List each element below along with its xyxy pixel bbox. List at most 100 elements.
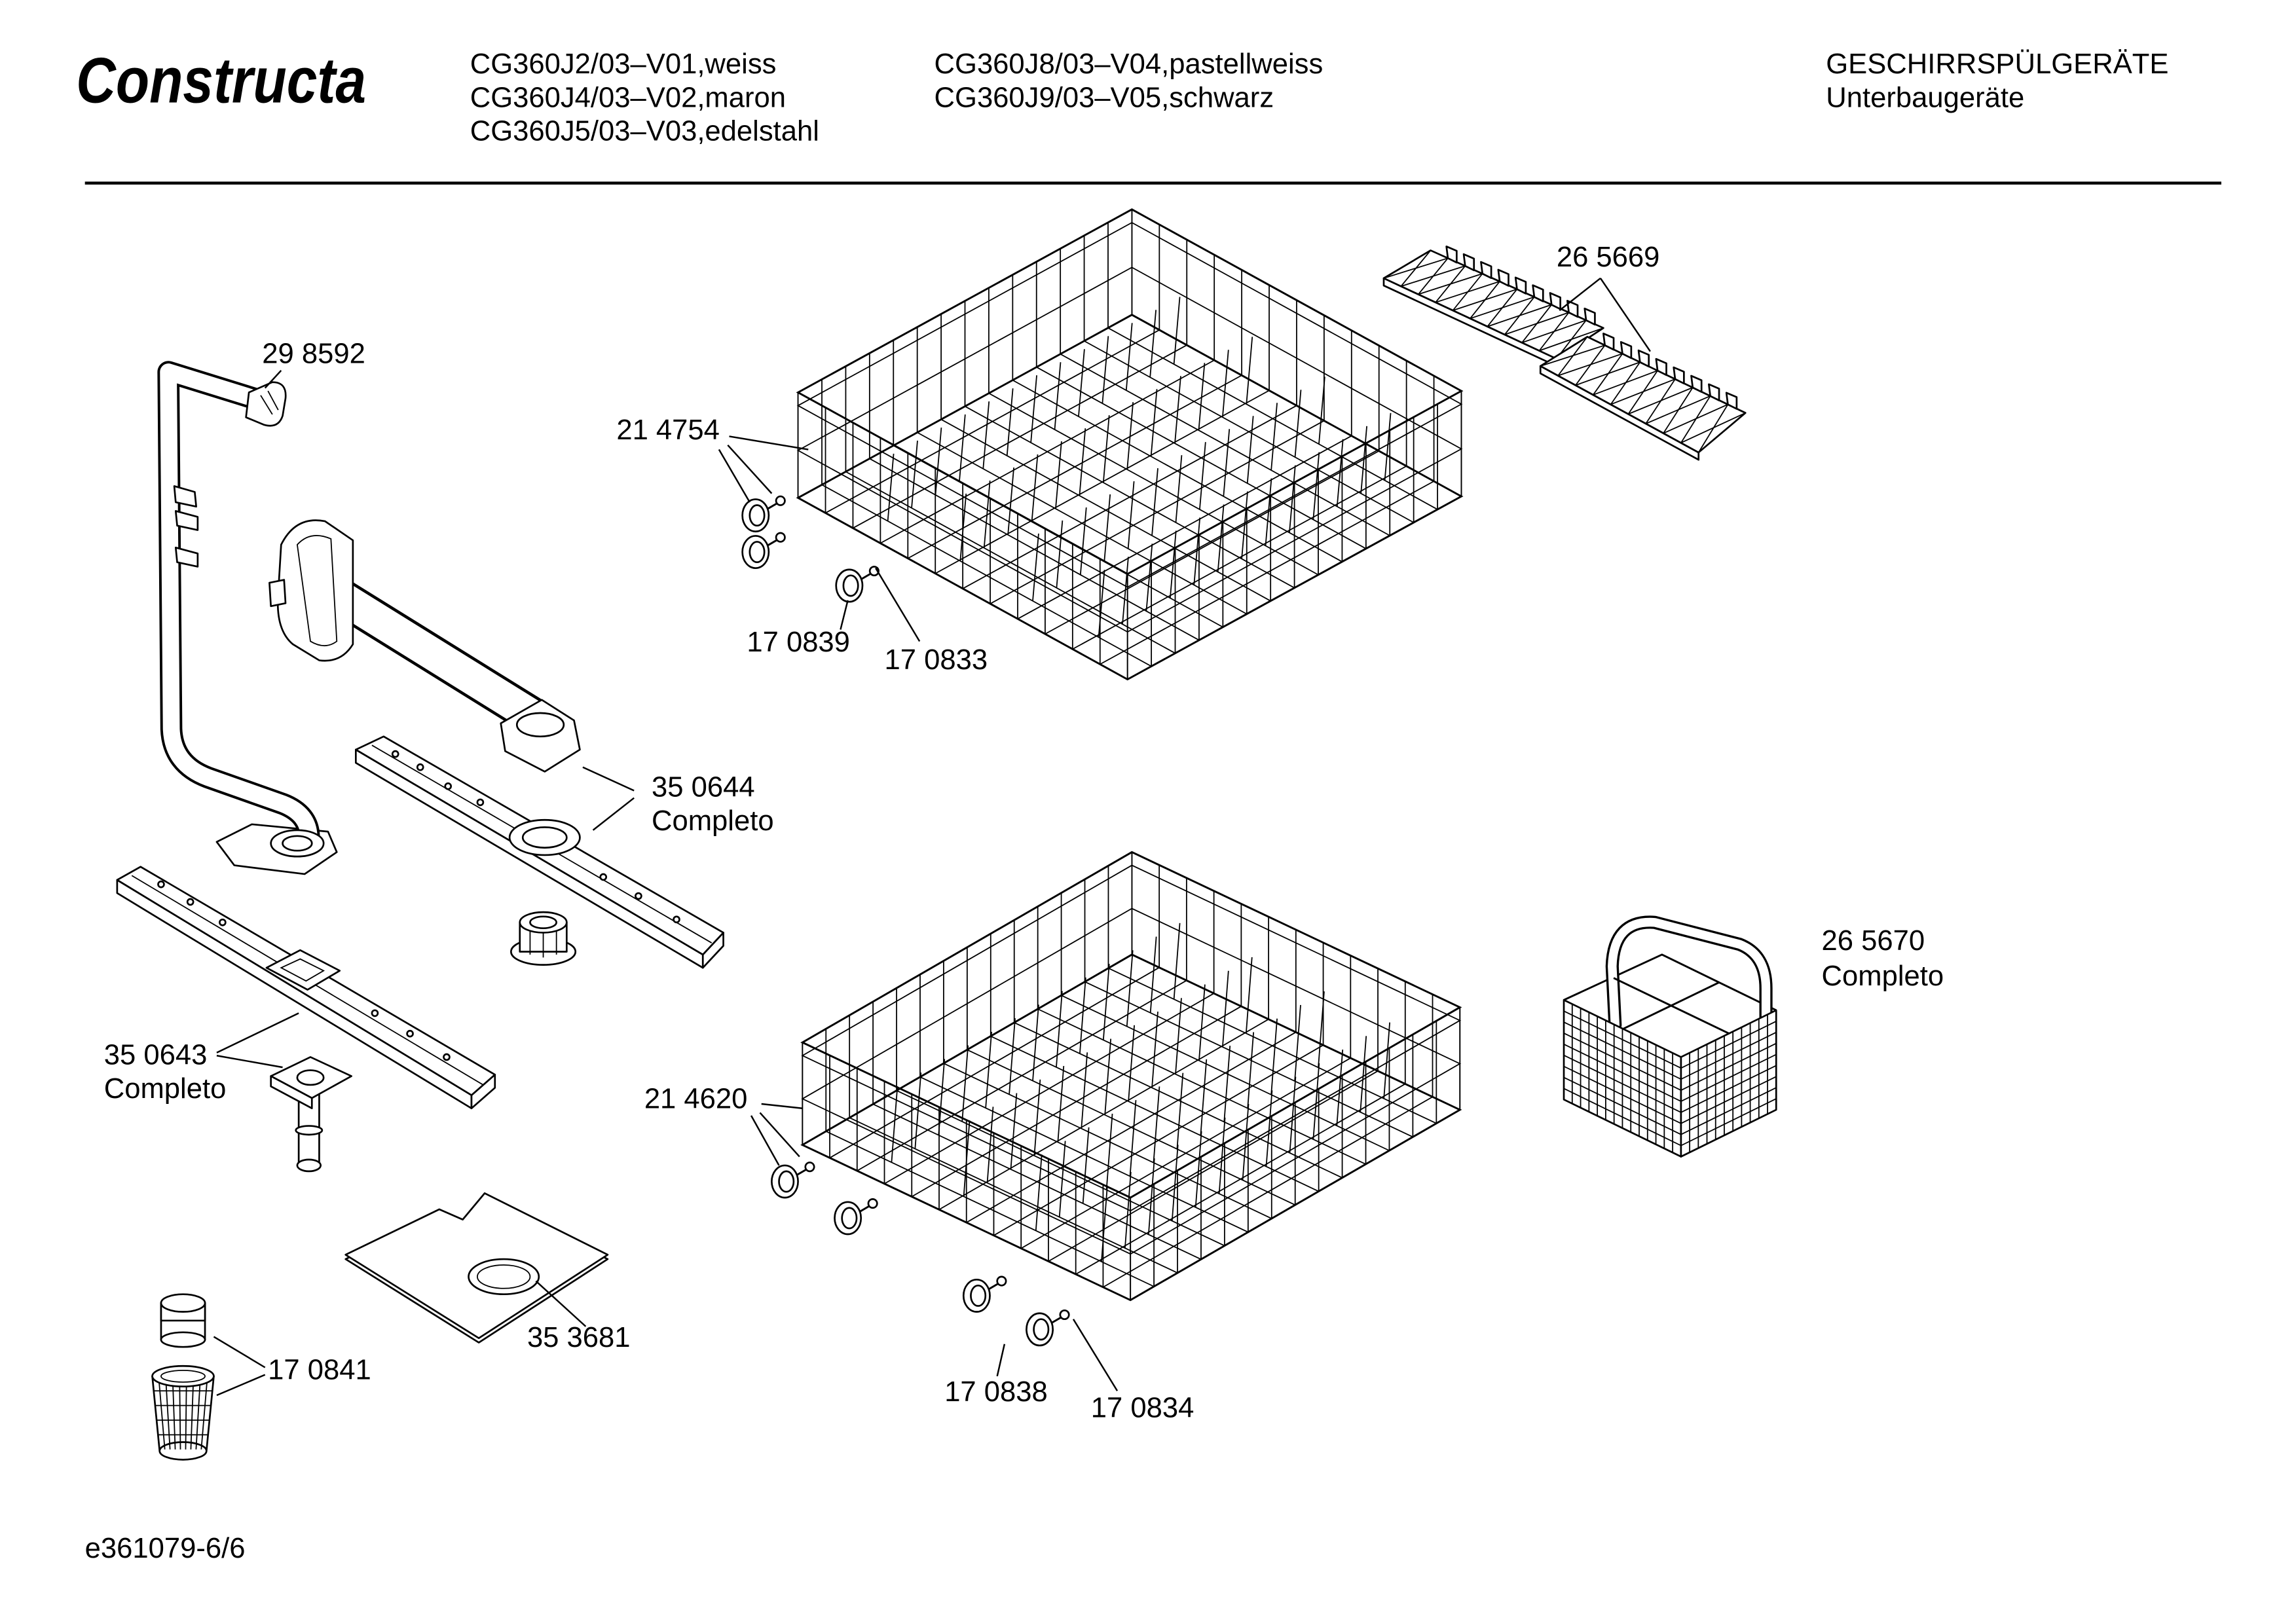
roller-bolt	[996, 1275, 1007, 1287]
insert-tab	[1445, 246, 1458, 264]
basket-tine	[1035, 1154, 1043, 1231]
insert-tab	[1514, 276, 1527, 295]
insert-lattice	[1697, 404, 1729, 453]
water-pipe-drawing	[157, 361, 338, 875]
cutlery-mesh-wire	[1563, 1065, 1682, 1124]
basket-roller	[1026, 1309, 1070, 1347]
insert-lattice	[1487, 289, 1518, 327]
insert-lattice	[1400, 249, 1432, 287]
basket-tine	[1265, 478, 1272, 546]
basket-tine	[935, 427, 942, 495]
basket-tine	[1176, 1072, 1184, 1150]
basket-tine	[1078, 349, 1085, 417]
part-labels: 29 8592 21 4754 17 0839 17 0833 26 5669 …	[104, 242, 1944, 1423]
cutlery-mesh-wire	[1563, 1010, 1682, 1069]
fine-filter-bottom	[160, 1331, 206, 1348]
arm-jet	[476, 798, 485, 807]
insert-tab	[1620, 340, 1633, 359]
lower-spray-arm-drawing	[116, 866, 496, 1110]
roller-bolt	[1059, 1309, 1070, 1321]
basket-tine	[1312, 452, 1320, 520]
basket-wire	[1017, 435, 1352, 619]
basket-rim	[800, 851, 1462, 1199]
cutlery-mesh-wire	[1680, 1042, 1777, 1091]
model-line: CG360J8/03–V04,pastellweiss	[935, 48, 1324, 80]
basket-tine	[1055, 441, 1062, 509]
feed-pipe-fill	[320, 578, 547, 731]
bearing-foot	[296, 1158, 322, 1173]
insert-lattice	[1521, 304, 1552, 343]
basket-tine	[1079, 507, 1087, 575]
basket-tine	[1194, 1131, 1202, 1207]
basket-tine	[1242, 1104, 1250, 1181]
nozzle-slit	[267, 390, 279, 411]
basket-tine	[1173, 297, 1181, 365]
leader-lines	[213, 277, 1651, 1397]
cutlery-back-rim	[1563, 953, 1777, 1012]
cutlery-mesh-wire	[1680, 1031, 1777, 1080]
basket-wire	[935, 390, 1270, 574]
basket-tine	[1221, 350, 1229, 418]
basket-tine	[1173, 923, 1181, 1000]
filter-mesh-wire	[172, 1382, 176, 1450]
appliance-category: GESCHIRRSPÜLGERÄTE	[1826, 48, 2168, 80]
basket-tine	[1030, 375, 1037, 443]
basket-tine	[1010, 1093, 1018, 1169]
coarse-filter-mesh	[153, 1382, 213, 1450]
insert-lattice	[1504, 297, 1535, 335]
part-number-label: 35 0643	[104, 1040, 208, 1071]
part-note-label: Completo	[652, 805, 774, 837]
cutlery-mesh-wire	[1680, 1098, 1777, 1146]
leader-line	[1559, 277, 1601, 312]
basket-tine	[982, 401, 990, 469]
basket-wire	[1102, 1096, 1433, 1288]
insert-lattice	[1610, 361, 1641, 405]
insert-lattice	[1575, 344, 1606, 386]
basket-tine	[1218, 1117, 1226, 1194]
cutlery-mesh-wire	[1680, 1087, 1777, 1135]
arm-jet	[157, 880, 165, 888]
cutlery-mesh-wire	[1680, 1021, 1777, 1069]
basket-wire	[1100, 481, 1435, 665]
basket-tine	[1246, 416, 1254, 484]
basket-tine	[1223, 1046, 1231, 1122]
basket-tine	[1149, 310, 1157, 378]
coarse-filter-opening	[160, 1370, 206, 1383]
appliance-subcategory: Unterbaugeräte	[1826, 82, 2024, 113]
arm-jet	[219, 918, 227, 926]
basket-rim	[796, 266, 1463, 633]
basket-tine	[1270, 1018, 1278, 1095]
part-number-label: 35 3681	[527, 1322, 631, 1353]
basket-wire	[911, 1006, 1242, 1198]
basket-tine	[1199, 442, 1206, 510]
basket-tine	[1198, 363, 1206, 431]
basket-tine	[1102, 336, 1109, 404]
basket-tine	[1128, 1025, 1135, 1102]
leader-line	[592, 797, 635, 831]
leader-line	[750, 1115, 780, 1166]
basket-tine	[1102, 415, 1110, 483]
basket-tine	[1122, 557, 1129, 625]
insert-tab	[1673, 366, 1685, 385]
roller-bolt	[867, 1198, 878, 1209]
insert-tab	[1708, 383, 1720, 401]
insert-tab	[1725, 392, 1738, 410]
basket-tine	[1270, 403, 1278, 471]
model-line: CG360J4/03–V02,maron	[470, 82, 786, 113]
part-number-label: 21 4754	[616, 414, 720, 446]
arm-jet	[443, 1053, 451, 1061]
roller-hub	[749, 541, 766, 564]
leader-line	[718, 449, 750, 503]
filter-mesh-wire	[190, 1382, 194, 1450]
roller-hub	[841, 1207, 858, 1230]
roller-bolt	[804, 1162, 815, 1173]
cutlery-mesh-wire	[1563, 1033, 1682, 1091]
leader-line	[264, 369, 282, 389]
filter-mesh-wire	[165, 1382, 171, 1450]
basket-wire	[857, 980, 1187, 1171]
bearing-bracket-side	[270, 1075, 313, 1110]
basket-roller	[741, 532, 786, 569]
basket-rim	[796, 208, 1464, 576]
leader-line	[582, 766, 635, 792]
